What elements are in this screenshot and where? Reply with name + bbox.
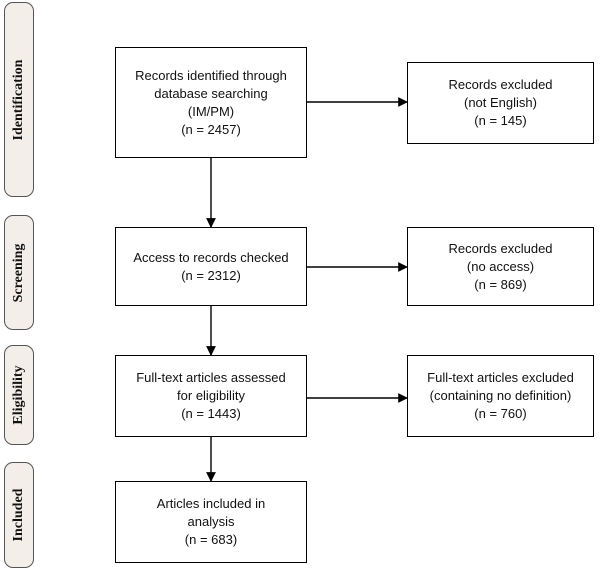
stage-identification: Identification	[4, 2, 34, 197]
box-line: (no access)	[466, 258, 535, 274]
box-line: (n = 2312)	[181, 267, 241, 283]
box-line: (IM/PM)	[187, 103, 235, 119]
box-line: (containing no definition)	[429, 388, 572, 403]
box-line: (n = 2457)	[181, 121, 241, 137]
box-line: (n = 869)	[474, 276, 527, 292]
box-articles-included: Articles included in analysis (n = 683)	[115, 481, 307, 563]
stage-eligibility: Eligibility	[4, 345, 34, 445]
stage-included: Included	[4, 462, 34, 568]
box-fulltext-assessed: Full-text articles assessed for eligibil…	[115, 355, 307, 437]
stage-label: Eligibility	[11, 365, 26, 425]
box-line: Records identified through	[135, 67, 287, 83]
box-line: (n = 760)	[474, 406, 527, 421]
box-excluded-not-english: Records excluded (not English) (n = 145)	[407, 62, 594, 144]
box-line: Full-text articles assessed	[136, 370, 286, 385]
box-access-checked: Access to records checked (n = 2312)	[115, 227, 307, 306]
stage-label: Identification	[11, 59, 26, 140]
box-line: (n = 145)	[474, 113, 527, 128]
box-line: (n = 1443)	[181, 406, 241, 421]
box-line: (n = 683)	[184, 532, 238, 547]
stage-label: Included	[11, 488, 26, 542]
box-line: Full-text articles excluded	[427, 370, 574, 385]
box-excluded-no-access: Records excluded (no access) (n = 869)	[407, 227, 594, 306]
stage-screening: Screening	[4, 215, 34, 330]
box-line: database searching	[154, 85, 268, 101]
box-line: Records excluded	[448, 240, 553, 256]
box-line: Access to records checked	[133, 249, 289, 265]
box-excluded-no-definition: Full-text articles excluded (containing …	[407, 355, 594, 437]
stage-label: Screening	[11, 243, 26, 302]
box-line: Articles included in	[156, 496, 266, 511]
box-records-identified: Records identified through database sear…	[115, 47, 307, 158]
box-line: (not English)	[464, 95, 537, 110]
box-line: Records excluded	[448, 77, 553, 92]
box-line: analysis	[187, 514, 235, 529]
box-line: for eligibility	[177, 388, 245, 403]
